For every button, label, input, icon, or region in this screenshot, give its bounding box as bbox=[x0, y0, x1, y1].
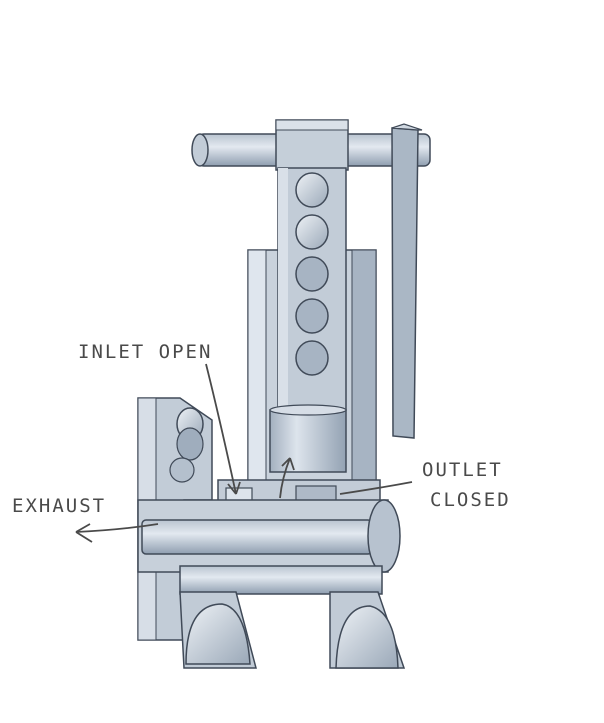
outlet-label-line1: OUTLET bbox=[422, 459, 503, 481]
exhaust-annotation: EXHAUST bbox=[12, 495, 159, 543]
lower-rod bbox=[179, 565, 383, 595]
left-foot bbox=[179, 591, 257, 669]
connecting-rod bbox=[277, 167, 347, 411]
outlet-annotation: OUTLET CLOSED bbox=[339, 459, 511, 511]
inlet-annotation: INLET OPEN bbox=[78, 341, 241, 495]
piston-arrow bbox=[279, 457, 295, 499]
rod-holes bbox=[295, 172, 329, 376]
top-bearing-block bbox=[275, 119, 349, 171]
crank-lever bbox=[391, 123, 423, 439]
right-foot bbox=[329, 591, 406, 669]
exhaust-label: EXHAUST bbox=[12, 495, 106, 517]
outlet-label-line2: CLOSED bbox=[430, 489, 511, 511]
inlet-label: INLET OPEN bbox=[78, 341, 212, 363]
piston bbox=[269, 404, 347, 473]
exhaust-tube bbox=[137, 499, 401, 573]
